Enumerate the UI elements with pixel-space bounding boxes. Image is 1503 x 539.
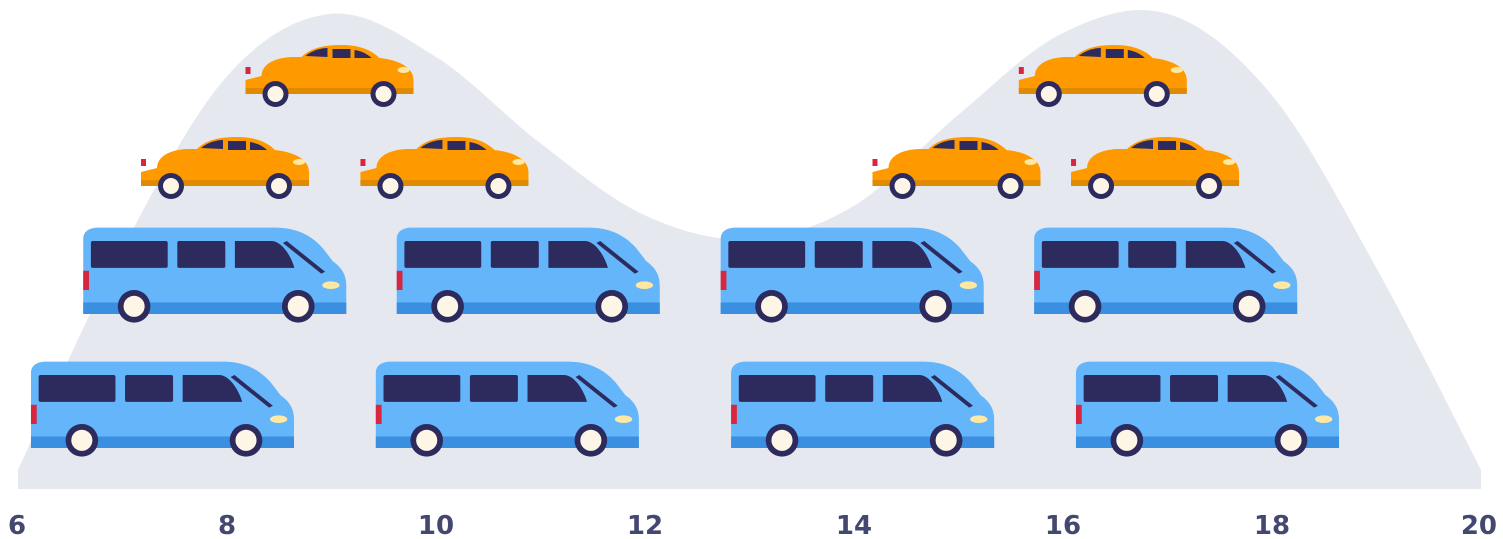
x-tick-label: 12	[627, 511, 663, 539]
van-icon	[375, 361, 639, 457]
van-icon	[1034, 227, 1298, 323]
x-tick-label: 14	[836, 511, 872, 539]
van-icon	[83, 227, 347, 323]
van-icon	[396, 227, 660, 323]
x-tick-label: 8	[218, 511, 236, 539]
van-icon	[720, 227, 984, 323]
x-tick-label: 20	[1461, 511, 1497, 539]
x-tick-label: 18	[1254, 511, 1290, 539]
x-tick-label: 6	[8, 511, 26, 539]
x-tick-label: 10	[418, 511, 454, 539]
x-tick-label: 16	[1045, 511, 1081, 539]
x-axis: 6 8 10 12 14 16 18 20	[8, 511, 1497, 539]
van-icon	[30, 361, 295, 457]
van-icon	[1075, 361, 1340, 457]
van-icon	[731, 361, 995, 457]
plot-area	[18, 10, 1481, 490]
